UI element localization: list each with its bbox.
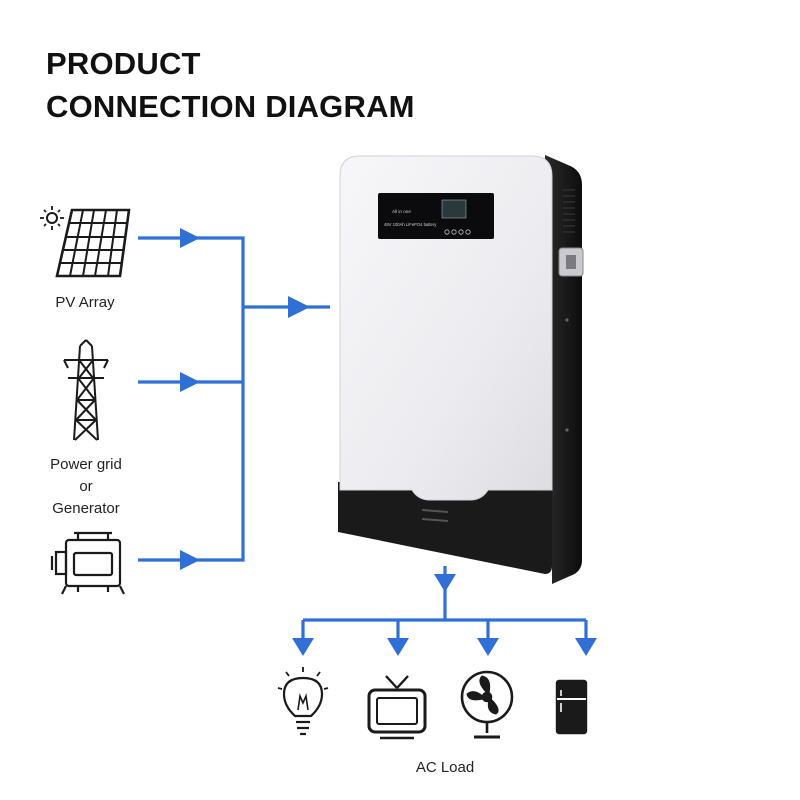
power-tower-icon xyxy=(63,339,109,441)
arrow-bulb xyxy=(292,638,314,656)
panel-text-2: 48V 100Ah LiFePO4 battery xyxy=(384,222,437,227)
arrow-grid xyxy=(180,372,200,392)
input-arrows xyxy=(180,228,310,570)
arrow-fan xyxy=(477,638,499,656)
grid-label-line-3: Generator xyxy=(52,500,120,517)
arrow-from-device xyxy=(434,574,456,592)
grid-label-line-1: Power grid xyxy=(50,456,122,473)
output-arrows xyxy=(292,574,597,656)
all-in-one-device: All in one 48V 100Ah LiFePO4 battery xyxy=(338,155,584,584)
side-switch-toggle xyxy=(566,255,576,269)
base-port xyxy=(421,518,449,522)
screw xyxy=(565,318,569,322)
fridge-icon xyxy=(555,679,588,735)
title-line-2: CONNECTION DIAGRAM xyxy=(46,89,415,124)
panel-buttons xyxy=(444,229,471,235)
generator-icon xyxy=(50,531,125,595)
panel-text-1: All in one xyxy=(392,209,411,214)
pv-array-label: PV Array xyxy=(55,294,115,311)
arrow-generator xyxy=(180,550,200,570)
device-front-panel xyxy=(339,155,553,501)
lcd-screen xyxy=(441,199,467,219)
arrow-pv xyxy=(180,228,200,248)
ac-load-label: AC Load xyxy=(415,759,475,776)
screw xyxy=(565,428,569,432)
title-line-1: PRODUCT xyxy=(46,46,201,81)
light-bulb-icon xyxy=(277,667,329,736)
device-base xyxy=(338,482,552,574)
base-port xyxy=(421,509,449,513)
solar-panel-icon xyxy=(40,206,131,278)
arrow-to-device xyxy=(288,296,310,318)
device-display-panel xyxy=(378,193,494,239)
arrow-fridge xyxy=(575,638,597,656)
grid-generator-label: Power grid or Generator xyxy=(26,454,146,520)
side-vents xyxy=(563,189,575,233)
tv-icon xyxy=(367,675,427,740)
input-connectors xyxy=(138,236,330,562)
diagram-title: PRODUCT CONNECTION DIAGRAM xyxy=(46,42,415,128)
arrow-tv xyxy=(387,638,409,656)
fan-icon xyxy=(460,670,514,739)
grid-label-line-2: or xyxy=(79,478,93,495)
